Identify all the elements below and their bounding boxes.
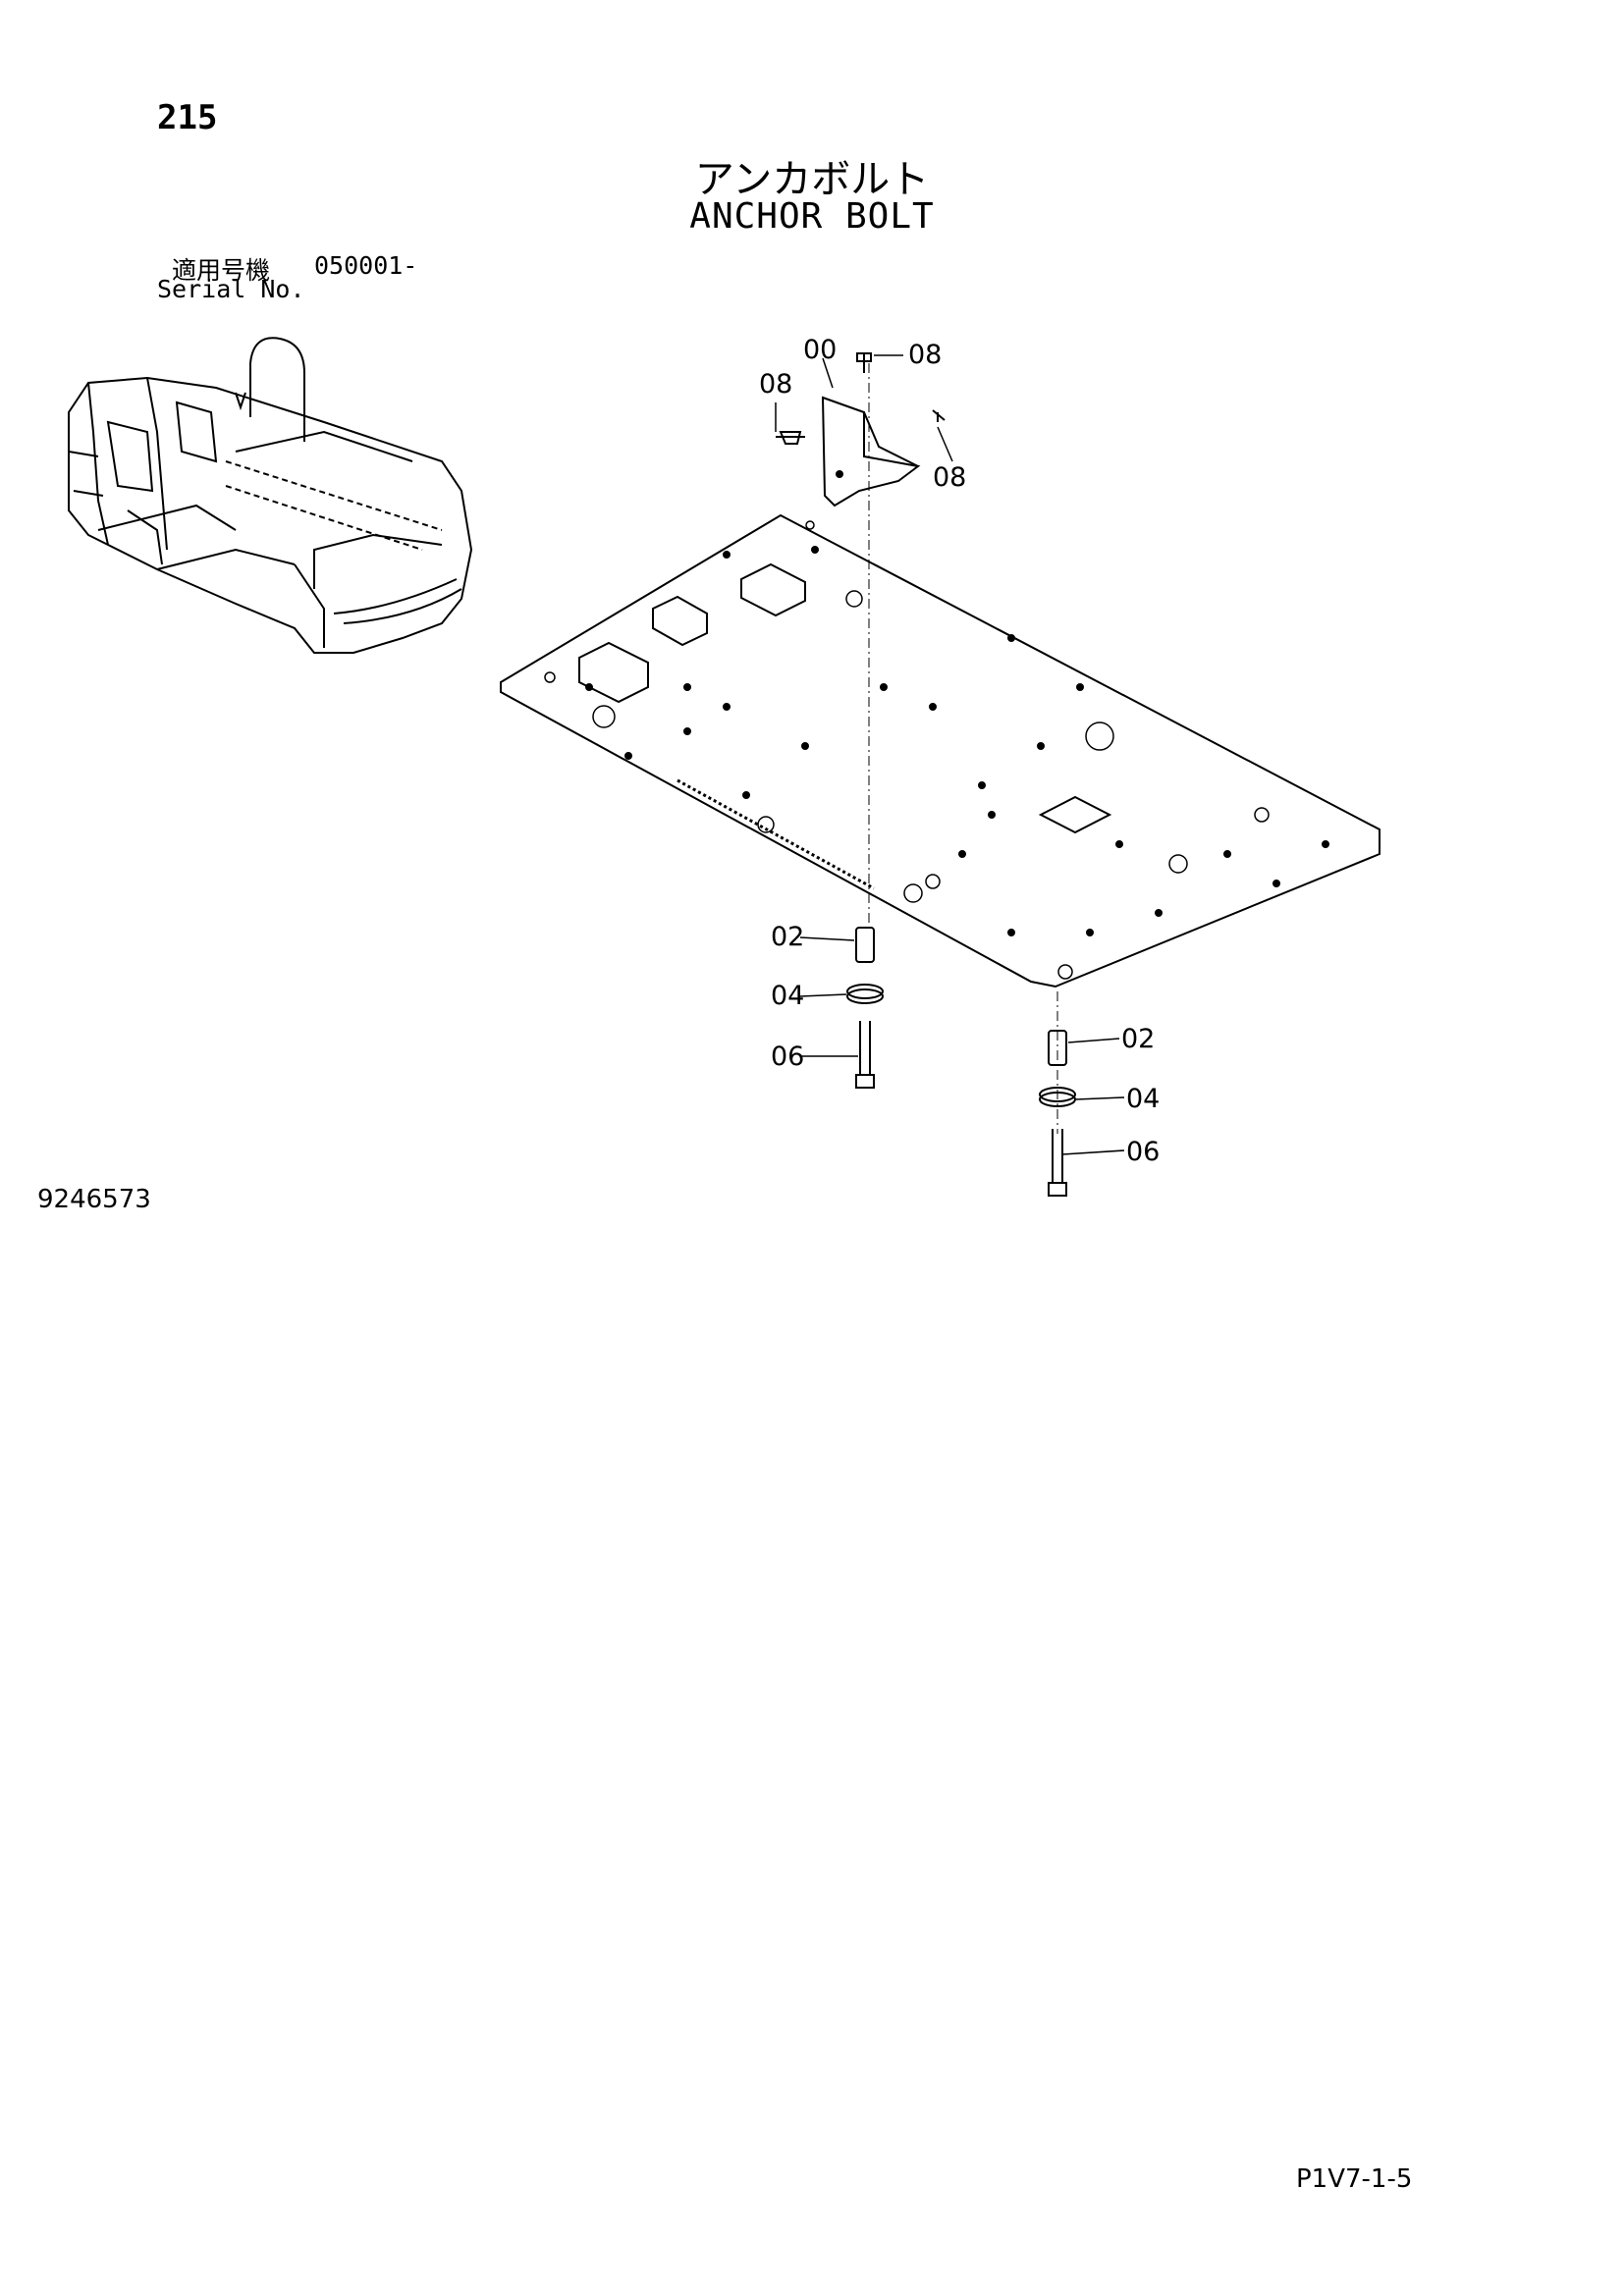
callout-04-left: 04 xyxy=(771,981,804,1011)
serial-label-japanese: 適用号機 xyxy=(172,256,271,285)
callout-08-right: 08 xyxy=(933,462,966,493)
serial-value: 050001- xyxy=(314,251,418,280)
left-bolt-stack xyxy=(846,927,884,1089)
callout-06-right: 06 xyxy=(1126,1137,1160,1167)
excavator-overview-sketch xyxy=(68,337,473,654)
serial-label-english: Serial No. xyxy=(157,275,305,303)
right-bolt-stack xyxy=(1039,991,1076,1197)
title-japanese: アンカボルト xyxy=(694,157,930,202)
callout-00: 00 xyxy=(803,335,837,365)
floor-plate xyxy=(500,513,1380,988)
drawing-number: 9246573 xyxy=(37,1185,151,1214)
title-english: ANCHOR BOLT xyxy=(689,196,935,237)
callout-02-right: 02 xyxy=(1121,1024,1155,1054)
callout-08-left: 08 xyxy=(759,369,792,400)
page-number: 215 xyxy=(157,98,218,137)
leader-lines xyxy=(775,354,1125,1155)
callout-02-left: 02 xyxy=(771,922,804,952)
callout-04-right: 04 xyxy=(1126,1084,1160,1114)
sheet-code: P1V7-1-5 xyxy=(1296,2164,1413,2194)
callout-06-left: 06 xyxy=(771,1041,804,1072)
anchor-bracket xyxy=(776,352,946,507)
callout-08-top: 08 xyxy=(908,340,942,370)
